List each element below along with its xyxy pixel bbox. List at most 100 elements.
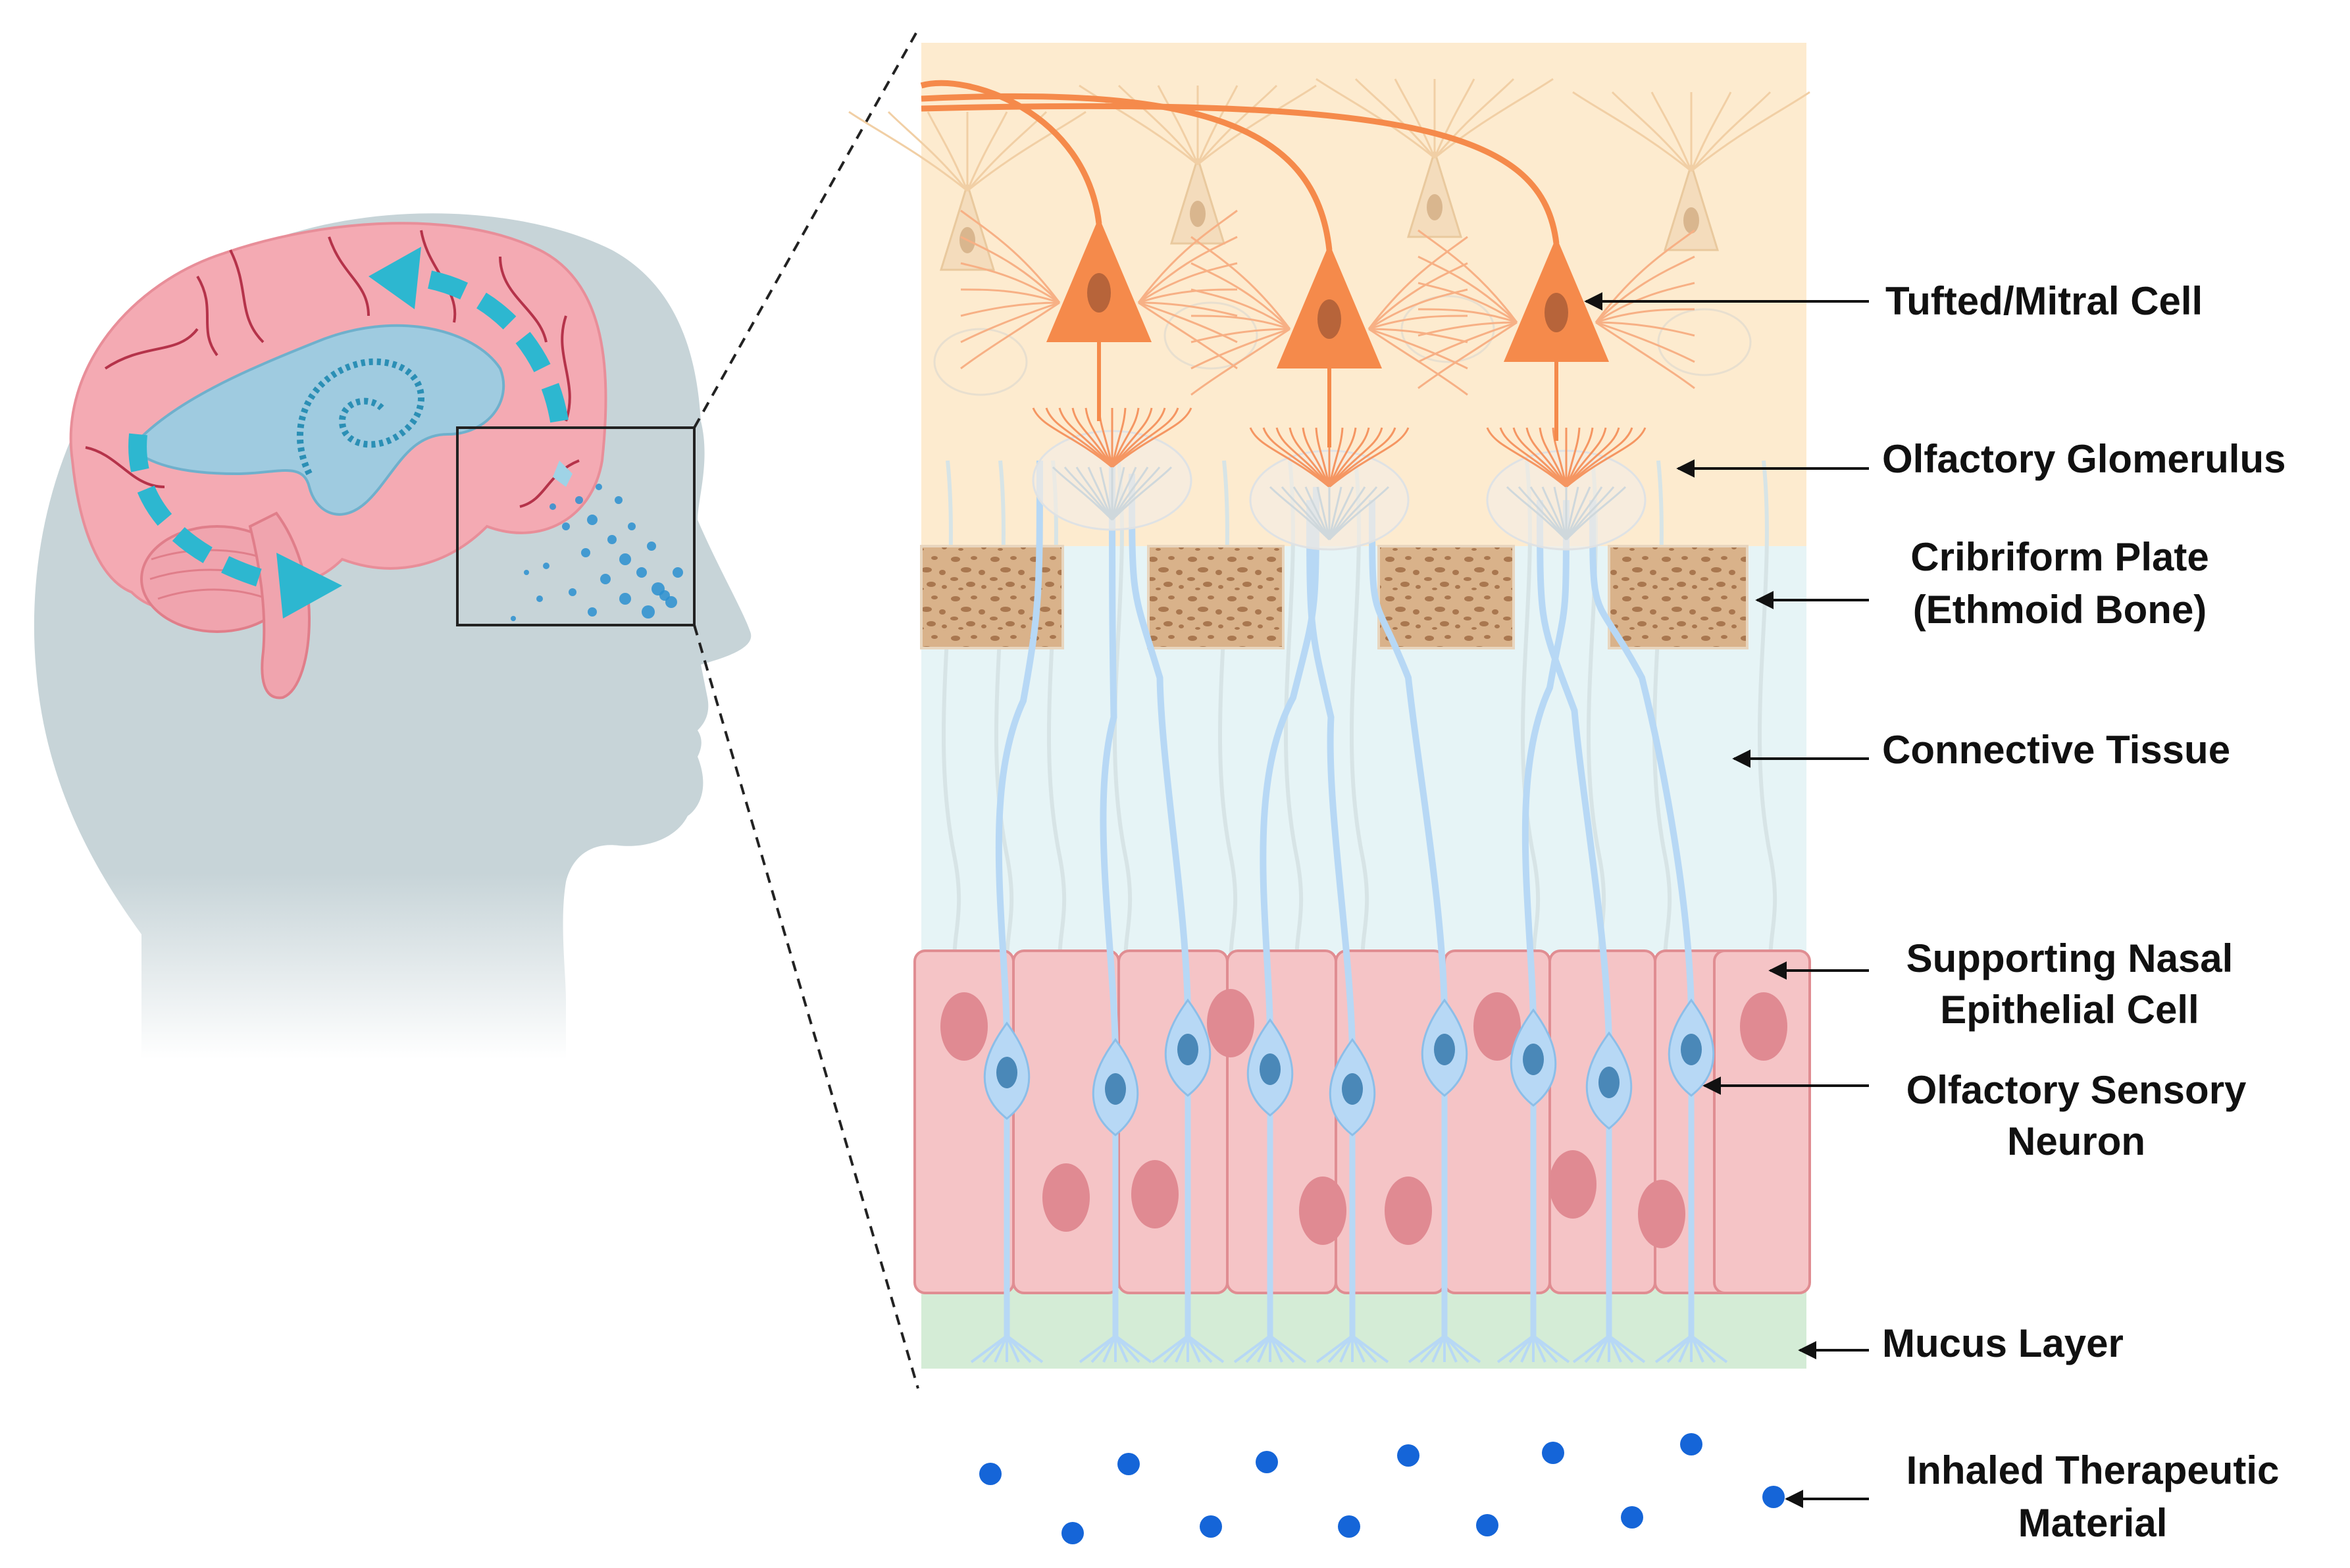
- neuron-axon: [1260, 486, 1319, 1040]
- spray-particle: [549, 503, 556, 510]
- mitral-lateral-dendrite: [960, 301, 1060, 317]
- neuron-cilium: [1090, 1334, 1117, 1363]
- glomerulus-fiber: [1269, 486, 1331, 541]
- faint-glomerulus: [1657, 308, 1752, 376]
- neuron-cilium: [1245, 1334, 1271, 1363]
- glomerulus-fiber: [1328, 486, 1390, 541]
- glomerulus-branch: [1262, 427, 1331, 488]
- glomerulus-branch: [1565, 427, 1607, 488]
- mitral-lateral-dendrite: [1137, 236, 1238, 304]
- glomerulus-branch: [1486, 427, 1567, 488]
- spray-particle: [569, 588, 576, 596]
- neuron-cilium: [1690, 1334, 1728, 1363]
- mitral-lateral-dendrite: [1367, 236, 1468, 330]
- neuron-cilium: [1006, 1335, 1020, 1363]
- glomerulus-branch: [1499, 427, 1568, 488]
- label-text-line2: Material: [2018, 1501, 2168, 1545]
- mitral-lateral-dendrite: [1190, 328, 1290, 343]
- supporting-cell-nucleus: [1299, 1176, 1346, 1245]
- glomerulus-branch: [1565, 427, 1594, 488]
- label-text: Tufted/Mitral Cell: [1885, 279, 2203, 323]
- mitral-lateral-dendrite: [1595, 308, 1695, 324]
- ventricle-ring: [296, 358, 424, 476]
- glomerulus-fiber: [1111, 467, 1137, 520]
- glomerulus-branch: [1552, 427, 1568, 488]
- csf-flow-arrows: [128, 267, 569, 588]
- glomerulus-fiber: [1292, 486, 1331, 540]
- spray-particle: [636, 567, 647, 578]
- neuron-cilium: [1339, 1335, 1354, 1363]
- neuron-nucleus: [1598, 1067, 1620, 1098]
- glomerulus-fiber: [1565, 486, 1603, 540]
- faint-dendrite: [1196, 85, 1239, 165]
- glomerulus-branch: [1566, 427, 1647, 488]
- supporting-cell-nucleus: [1740, 992, 1787, 1061]
- mitral-lateral-dendrite: [960, 301, 1060, 370]
- neuron-cilium: [1187, 1334, 1225, 1363]
- mitral-lateral-dendrite: [1137, 209, 1238, 303]
- faint-dendrite: [1315, 78, 1435, 159]
- inhaled-particle: [1680, 1433, 1702, 1455]
- mitral-lateral-dendrite: [1418, 282, 1518, 324]
- supporting-cell: [1117, 949, 1229, 1294]
- faint-dendrite: [1196, 84, 1278, 165]
- label-text-line1: Supporting Nasal: [1906, 936, 2234, 980]
- neuron-cilium: [1327, 1334, 1354, 1363]
- faint-dendrite: [1394, 78, 1436, 159]
- faint-mitral-nucleus: [1427, 194, 1443, 220]
- supporting-cell-nucleus: [940, 992, 988, 1061]
- glomerulus-fiber: [1529, 486, 1568, 540]
- neuron-nucleus: [1177, 1034, 1198, 1065]
- glomerulus-branch: [1289, 427, 1331, 488]
- spray-particle: [647, 542, 656, 551]
- supporting-cell-nucleus: [1638, 1180, 1685, 1248]
- mucus-layer: [921, 1283, 1806, 1369]
- olfactory-tissue-panel: [848, 43, 1811, 1544]
- bone-segment: [1608, 545, 1749, 649]
- glomerulus-branch: [1111, 407, 1192, 468]
- spray-particle: [588, 607, 597, 617]
- supporting-cell-nucleus: [1042, 1163, 1090, 1232]
- neuron-cilium: [994, 1335, 1008, 1363]
- neuron-cilium: [1520, 1335, 1535, 1363]
- mitral-lateral-dendrite: [1190, 328, 1290, 370]
- glomerulus-fiber: [1328, 486, 1366, 540]
- neuron-cilium: [1431, 1335, 1446, 1363]
- neuron-nucleus: [996, 1057, 1017, 1088]
- glomerulus-fiber: [1111, 467, 1125, 520]
- mitral-lateral-dendrite: [1418, 321, 1518, 390]
- neuron-cilium: [1508, 1334, 1535, 1363]
- glomerulus-fiber: [1075, 467, 1113, 520]
- glomerulus-branch: [1329, 427, 1410, 488]
- mitral-lateral-dendrite: [1367, 262, 1468, 330]
- neuron-cilium: [1151, 1334, 1189, 1363]
- neuron-cilium: [1690, 1335, 1704, 1363]
- label-inhaled: Inhaled Therapeutic Material: [1785, 1448, 2279, 1545]
- glomerulus-branch: [1328, 427, 1357, 488]
- glomerulus-branch: [1111, 407, 1166, 468]
- glomerulus-fiber: [1565, 486, 1615, 540]
- olfactory-sensory-neurons: [970, 460, 1728, 1363]
- label-text: Mucus Layer: [1882, 1321, 2124, 1365]
- inhaled-particle: [1542, 1442, 1564, 1464]
- glomerulus-fiber: [1304, 486, 1331, 540]
- mitral-lateral-dendrite: [1138, 288, 1238, 304]
- mitral-lateral-dendrite: [960, 262, 1060, 304]
- neuron-cilium: [1079, 1334, 1117, 1363]
- faint-dendrite: [966, 111, 1008, 191]
- spray-particle: [536, 595, 543, 602]
- faint-dendrite: [1691, 91, 1810, 172]
- neuron-cilium: [1257, 1335, 1271, 1363]
- neuron-axon: [1100, 460, 1119, 1060]
- inhaled-particle: [1621, 1506, 1643, 1529]
- faint-dendrite: [1157, 85, 1199, 165]
- glomerulus-fiber: [1565, 486, 1591, 540]
- faint-dendrite: [1611, 91, 1693, 172]
- neuron-cilium: [1006, 1334, 1044, 1363]
- faint-dendrite: [848, 111, 968, 192]
- mitral-lateral-dendrite: [1368, 288, 1468, 330]
- inhaled-particle: [979, 1463, 1002, 1485]
- glomerulus-fiber: [1518, 486, 1568, 540]
- neuron-cilium: [1114, 1334, 1152, 1363]
- neuron-cilium: [1408, 1334, 1446, 1363]
